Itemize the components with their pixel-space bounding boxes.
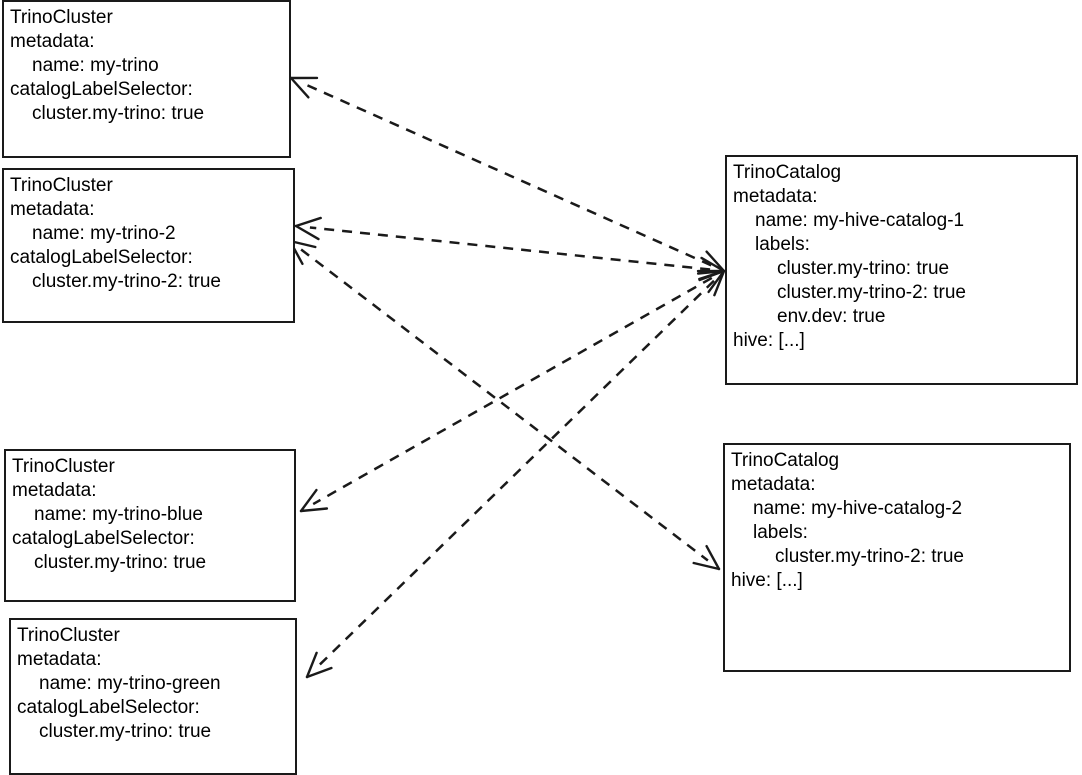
node-line: cluster.my-trino-2: true (32, 271, 221, 292)
node-body: TrinoCluster metadata: name: my-trino-blue… (6, 455, 294, 575)
node-body: TrinoCluster metadata: name: my-trino catal… (4, 6, 289, 126)
node-line: cluster.my-trino-2: true (777, 282, 966, 303)
arrowhead-icon (289, 76, 319, 99)
edge-edge-catalog1-to-my-trino-green (305, 269, 726, 679)
node-body: TrinoCluster metadata: name: my-trino-gree… (11, 624, 295, 744)
node-line: metadata: (733, 186, 818, 207)
node-line: hive: [...] (731, 570, 803, 591)
node-line: name: my-hive-catalog-1 (755, 210, 965, 231)
node-line: name: my-trino-blue (34, 504, 203, 525)
arrowhead-icon (696, 269, 726, 294)
node-line: labels: (753, 522, 808, 543)
node-trinocluster-my-trino[interactable]: TrinoCluster metadata: name: my-trino catal… (2, 0, 291, 158)
arrowhead-icon (294, 216, 322, 241)
node-line: TrinoCluster (17, 625, 120, 646)
arrowhead-icon (698, 269, 726, 297)
node-line: labels: (755, 234, 810, 255)
node-line: cluster.my-trino: true (777, 258, 950, 279)
edge-edge-catalog1-to-my-trino-2-a (294, 216, 726, 281)
node-line: name: my-trino (32, 55, 159, 76)
node-line: hive: [...] (733, 330, 805, 351)
node-line: metadata: (10, 199, 95, 220)
arrowhead-icon (305, 651, 333, 679)
node-line: name: my-hive-catalog-2 (753, 498, 963, 519)
node-line: metadata: (731, 474, 816, 495)
node-line: catalogLabelSelector: (17, 697, 200, 718)
node-trinocatalog-my-hive-catalog-2[interactable]: TrinoCatalog metadata: name: my-hive-catal… (723, 443, 1071, 672)
node-body: TrinoCatalog metadata: name: my-hive-catal… (727, 161, 1076, 353)
node-line: name: my-trino-green (39, 673, 221, 694)
node-line: name: my-trino-2 (32, 223, 176, 244)
node-line: TrinoCatalog (731, 450, 840, 471)
node-line: metadata: (12, 480, 97, 501)
node-line: cluster.my-trino: true (34, 552, 207, 573)
edge-edge-my-trino-2-to-catalog2 (288, 239, 721, 571)
node-body: TrinoCatalog metadata: name: my-hive-catal… (725, 449, 1069, 593)
node-trinocluster-my-trino-green[interactable]: TrinoCluster metadata: name: my-trino-gree… (9, 618, 297, 775)
arrowhead-icon (698, 256, 726, 281)
node-line: catalogLabelSelector: (12, 528, 195, 549)
node-line: TrinoCluster (10, 175, 113, 196)
node-line: cluster.my-trino: true (39, 721, 212, 742)
node-line: cluster.my-trino: true (32, 103, 205, 124)
node-line: TrinoCatalog (733, 162, 842, 183)
node-line: metadata: (10, 31, 95, 52)
node-body: TrinoCluster metadata: name: my-trino-2 cat… (4, 174, 293, 294)
node-trinocluster-my-trino-blue[interactable]: TrinoCluster metadata: name: my-trino-blue… (4, 449, 296, 602)
node-line: metadata: (17, 649, 102, 670)
edge-edge-catalog1-to-my-trino-blue (299, 269, 726, 513)
arrowhead-icon (696, 250, 726, 273)
node-line: TrinoCluster (10, 7, 113, 28)
node-line: TrinoCluster (12, 456, 115, 477)
node-trinocatalog-my-hive-catalog-1[interactable]: TrinoCatalog metadata: name: my-hive-catal… (725, 155, 1078, 385)
node-trinocluster-my-trino-2[interactable]: TrinoCluster metadata: name: my-trino-2 cat… (2, 168, 295, 323)
node-line: catalogLabelSelector: (10, 79, 193, 100)
arrowhead-icon (299, 488, 329, 513)
edge-edge-catalog1-to-my-trino (289, 76, 726, 273)
node-line: cluster.my-trino-2: true (775, 546, 964, 567)
arrowhead-icon (692, 544, 721, 571)
node-line: catalogLabelSelector: (10, 247, 193, 268)
node-line: env.dev: true (777, 306, 886, 327)
